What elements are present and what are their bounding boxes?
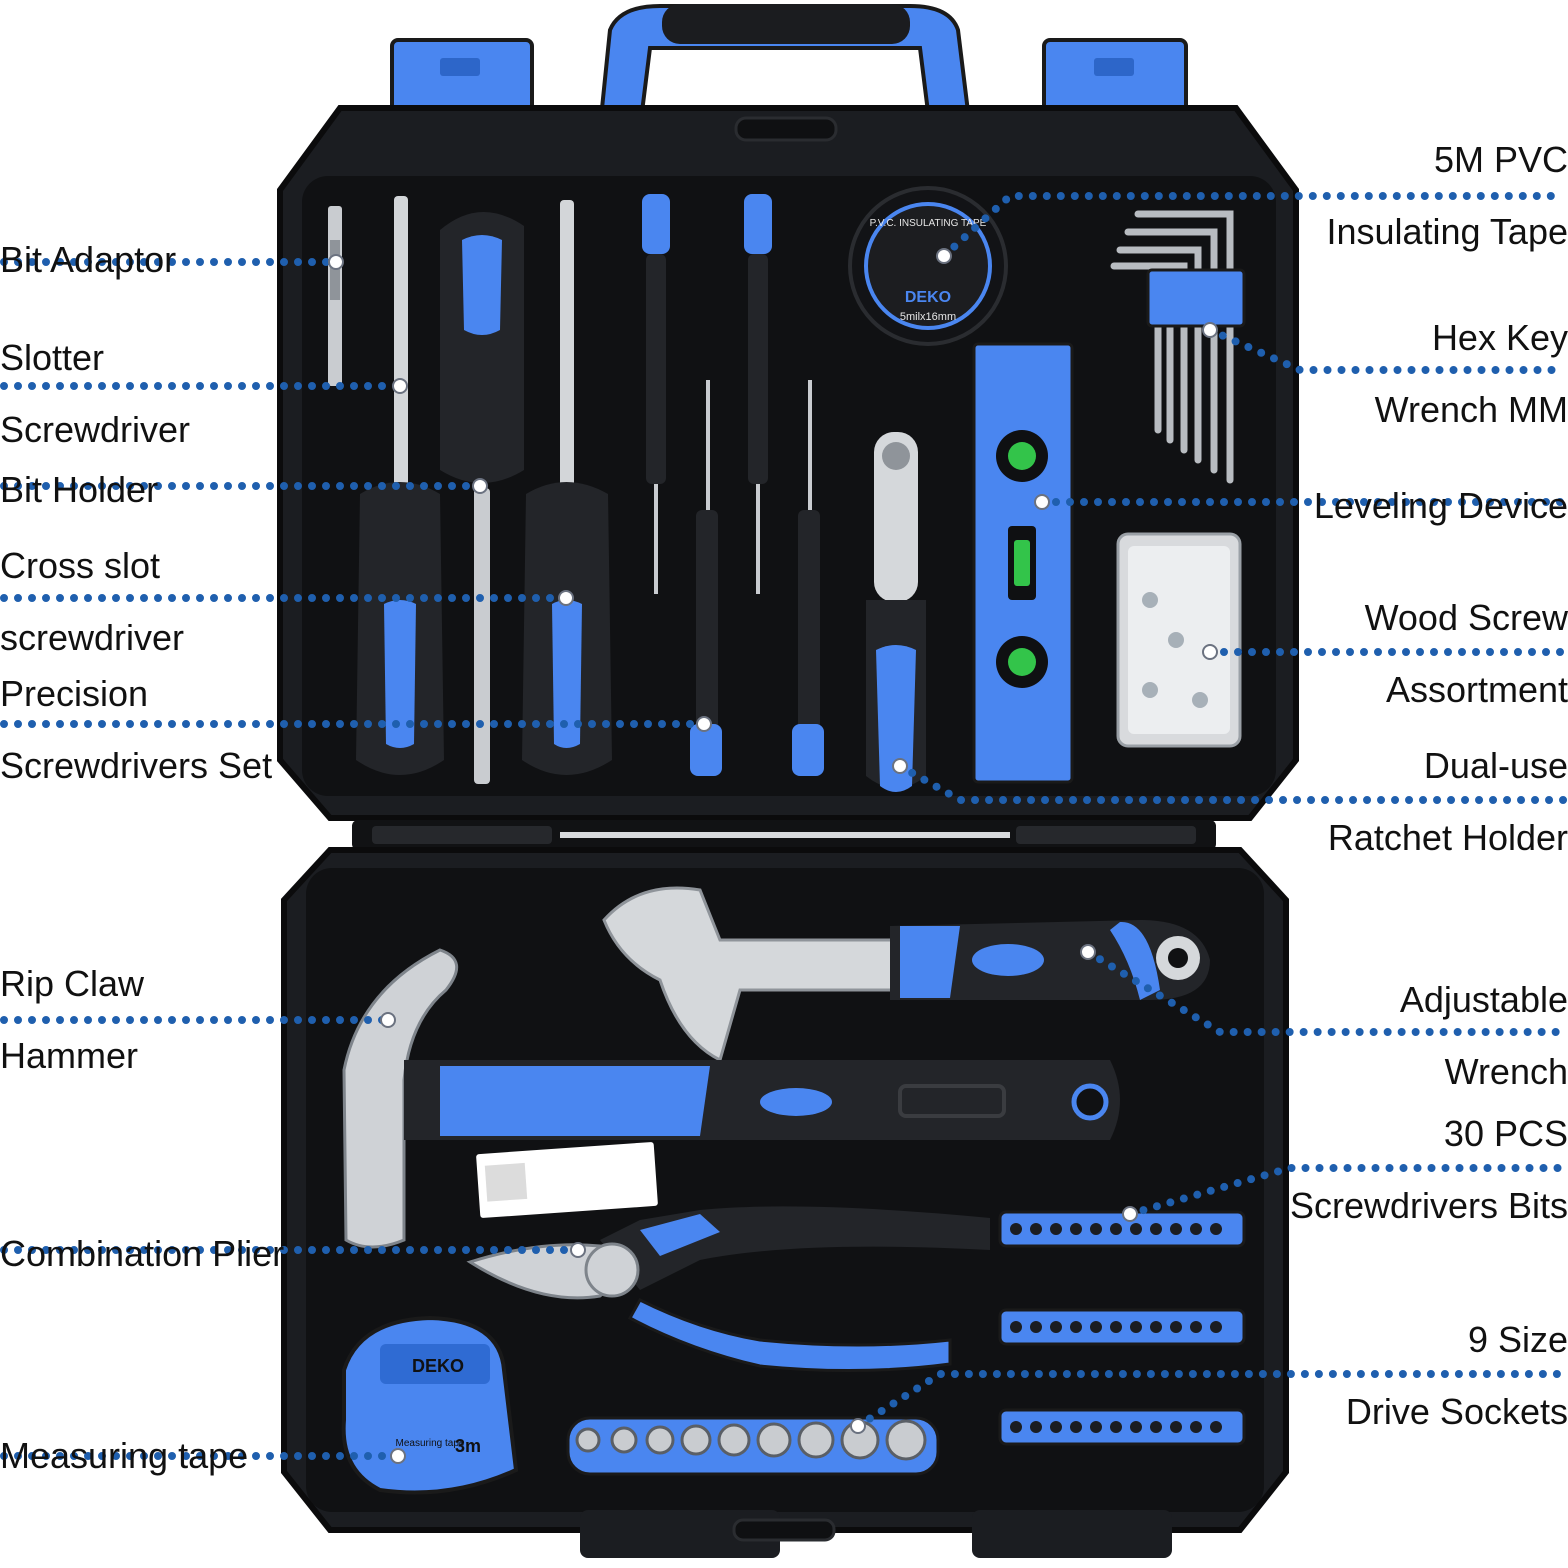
bit-holder-screwdriver (440, 211, 524, 784)
precision-screwdrivers (642, 194, 824, 776)
label-slotter-screwdriver: Slotter Screwdriver (0, 337, 191, 450)
hex-key-wrench-set (1110, 210, 1246, 484)
measuring-tape-length: 3m (455, 1436, 481, 1456)
measuring-tape-label: Measuring tape (396, 1438, 465, 1449)
label-bit-holder: Bit Holder (0, 469, 159, 510)
label-leveling-device: Leveling Device (1313, 485, 1568, 526)
label-bit-adaptor: Bit Adaptor (0, 239, 177, 280)
label-rip-claw-hammer: Rip Claw Hammer (0, 963, 145, 1076)
adjustable-wrench (602, 886, 1210, 1063)
pvc-insulating-tape: DEKO 5milx16mm P.V.C. INSULATING TAPE (848, 186, 1008, 346)
label-dual-use-ratchet-holder: Dual-use Ratchet Holder (1327, 745, 1568, 858)
label-wood-screw-assortment: Wood Screw Assortment (1364, 597, 1568, 710)
rip-claw-hammer (342, 948, 1120, 1249)
slotted-screwdriver (356, 196, 444, 775)
tape-ring-text: P.V.C. INSULATING TAPE (870, 218, 987, 229)
leveling-device (972, 342, 1074, 784)
leader-end-dots (328, 248, 1218, 1464)
case-hinge (352, 820, 1216, 850)
screwdriver-bits (998, 1210, 1246, 1446)
label-precision-screwdrivers-set: Precision Screwdrivers Set (0, 673, 273, 786)
measuring-tape: DEKO Measuring tape 3m (341, 1315, 519, 1495)
tape-logo-text: DEKO (905, 289, 951, 306)
wood-screw-assortment (1116, 532, 1242, 748)
label-combination-plier: Combination Plier (0, 1233, 285, 1274)
left-leader-lines (0, 258, 708, 1460)
label-cross-slot-screwdriver: Cross slot screwdriver (0, 545, 185, 658)
drive-sockets (566, 1416, 940, 1476)
cross-slot-screwdriver (522, 200, 612, 775)
label-drive-sockets: 9 Size Drive Sockets (1345, 1319, 1568, 1432)
tape-size-text: 5milx16mm (900, 311, 956, 323)
dual-use-ratchet-holder (866, 432, 926, 792)
combination-plier (466, 1206, 990, 1373)
right-leader-lines (854, 192, 1568, 1430)
bit-adaptor (328, 206, 342, 386)
label-measuring-tape: Measuring tape (0, 1435, 249, 1476)
measuring-tape-logo: DEKO (412, 1356, 464, 1376)
recycling-sticker (476, 1142, 658, 1218)
label-hex-key-wrench: Hex Key Wrench MM (1374, 317, 1568, 430)
label-adjustable-wrench: Adjustable Wrench (1399, 979, 1568, 1092)
case-base (281, 847, 1289, 1558)
label-screwdriver-bits: 30 PCS Screwdrivers Bits (1289, 1113, 1568, 1226)
label-pvc-insulating-tape: 5M PVC Insulating Tape (1326, 139, 1568, 252)
